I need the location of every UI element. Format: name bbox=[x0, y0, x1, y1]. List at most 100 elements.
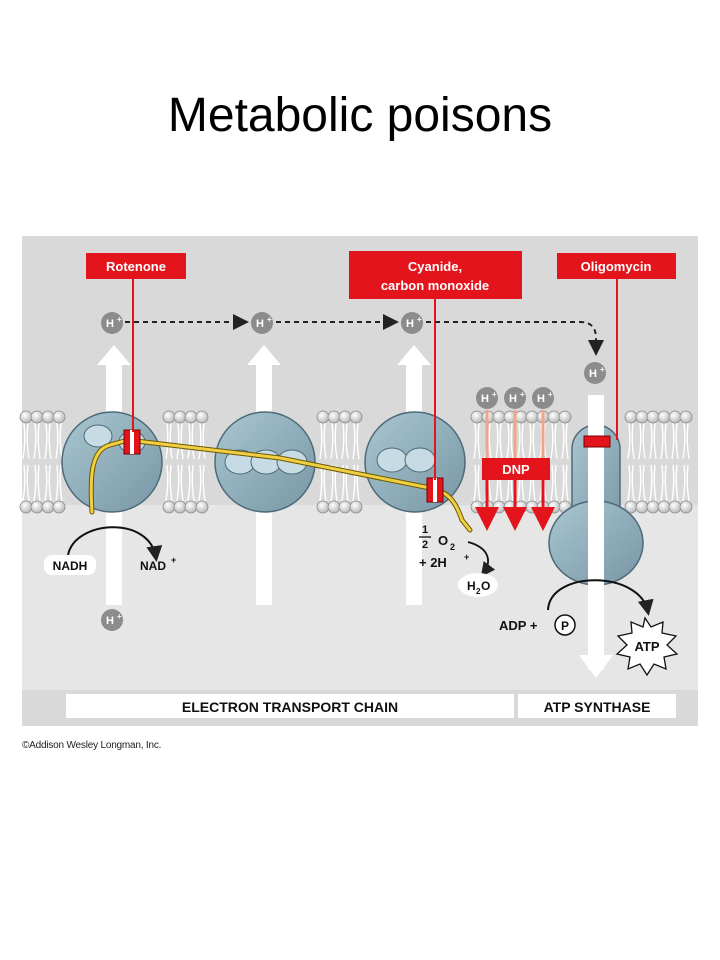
lipid-head bbox=[547, 410, 561, 424]
lipid-head bbox=[195, 410, 209, 424]
etc-label: ELECTRON TRANSPORT CHAIN bbox=[182, 699, 398, 715]
lipid-head bbox=[327, 500, 341, 514]
phosphate-text: P bbox=[561, 619, 569, 633]
lipid-tail-upper bbox=[330, 422, 338, 460]
proton-charge: + bbox=[267, 315, 272, 324]
proton-charge: + bbox=[417, 315, 422, 324]
lipid-tail-upper bbox=[506, 422, 514, 460]
lipid-head bbox=[19, 500, 33, 514]
lipid-tail-upper bbox=[528, 422, 536, 460]
proton-badge: H+ bbox=[532, 387, 554, 409]
lipid-head bbox=[635, 410, 649, 424]
oligomycin-block bbox=[583, 435, 611, 448]
oxygen-text: O bbox=[438, 533, 448, 548]
complex-1 bbox=[61, 411, 163, 513]
lipid-tail-upper bbox=[682, 422, 690, 460]
rotenone-block-stripe bbox=[130, 430, 134, 454]
lipid-head bbox=[349, 410, 363, 424]
lipid-tail-lower bbox=[561, 464, 569, 502]
proton-charge: + bbox=[548, 390, 553, 399]
proton-badge: H+ bbox=[504, 387, 526, 409]
lipid-head bbox=[162, 500, 176, 514]
slide-title: Metabolic poisons bbox=[167, 89, 553, 142]
lipid-head bbox=[316, 500, 330, 514]
lipid-head bbox=[668, 500, 682, 514]
rotenone-text: Rotenone bbox=[106, 259, 166, 274]
cyanide-block-stripe bbox=[433, 478, 437, 502]
proton-label: H bbox=[481, 393, 489, 405]
lipid-head bbox=[547, 500, 561, 514]
proton-label: H bbox=[406, 318, 414, 330]
lipid-tail-upper bbox=[176, 422, 184, 460]
lipid-head bbox=[635, 500, 649, 514]
lipid-head bbox=[41, 410, 55, 424]
proton-badge: H+ bbox=[476, 387, 498, 409]
atp-text: ATP bbox=[634, 639, 659, 654]
lipid-tail-upper bbox=[638, 422, 646, 460]
lipid-head bbox=[492, 500, 506, 514]
lipid-head bbox=[338, 410, 352, 424]
proton-charge: + bbox=[117, 315, 122, 324]
lipid-head bbox=[316, 410, 330, 424]
lipid-tail-lower bbox=[550, 464, 558, 502]
lipid-head bbox=[668, 410, 682, 424]
lipid-head bbox=[646, 500, 660, 514]
lipid-head bbox=[327, 410, 341, 424]
lipid-tail-lower bbox=[55, 464, 63, 502]
lipid-head bbox=[470, 410, 484, 424]
two-protons-text: + 2H bbox=[419, 555, 447, 570]
lipid-tail-upper bbox=[473, 422, 481, 460]
lipid-head bbox=[349, 500, 363, 514]
water-subscript: 2 bbox=[476, 587, 481, 596]
lipid-head bbox=[184, 500, 198, 514]
lipid-tail-lower bbox=[352, 464, 360, 502]
lipid-tail-lower bbox=[627, 464, 635, 502]
lipid-head bbox=[52, 410, 66, 424]
lipid-tail-upper bbox=[341, 422, 349, 460]
dnp-text: DNP bbox=[502, 462, 530, 477]
lipid-head bbox=[514, 410, 528, 424]
lipid-tail-upper bbox=[44, 422, 52, 460]
atp-synthase-label: ATP SYNTHASE bbox=[544, 699, 651, 715]
lipid-tail-lower bbox=[682, 464, 690, 502]
proton-transfer-path bbox=[125, 314, 604, 356]
lipid-tail-lower bbox=[649, 464, 657, 502]
two-protons-charge: + bbox=[464, 552, 469, 562]
proton-label: H bbox=[509, 393, 517, 405]
lipid-head bbox=[679, 500, 693, 514]
lipid-head bbox=[338, 500, 352, 514]
lipid-tail-lower bbox=[44, 464, 52, 502]
lipid-tail-upper bbox=[660, 422, 668, 460]
lipid-head bbox=[41, 500, 55, 514]
lipid-tail-upper bbox=[561, 422, 569, 460]
lipid-head bbox=[19, 410, 33, 424]
oligomycin-text: Oligomycin bbox=[581, 259, 652, 274]
proton-charge: + bbox=[520, 390, 525, 399]
lipid-tail-lower bbox=[165, 464, 173, 502]
atp-synthesis: ADP + P ATP bbox=[499, 579, 679, 677]
proton-charge: + bbox=[117, 612, 122, 621]
lipid-head bbox=[30, 500, 44, 514]
lipid-head bbox=[657, 500, 671, 514]
proton-badge: H+ bbox=[101, 312, 123, 334]
adp-text: ADP + bbox=[499, 618, 538, 633]
cyanide-label: Cyanide, carbon monoxide bbox=[349, 251, 522, 480]
lipid-head bbox=[514, 500, 528, 514]
carbon-monoxide-text: carbon monoxide bbox=[381, 278, 489, 293]
proton-label: H bbox=[537, 393, 545, 405]
lipid-tail-upper bbox=[517, 422, 525, 460]
water-oxygen: O bbox=[481, 579, 490, 593]
lipid-tail-lower bbox=[638, 464, 646, 502]
lipid-head bbox=[624, 410, 638, 424]
proton-label: H bbox=[106, 615, 114, 627]
proton-charge: + bbox=[600, 365, 605, 374]
lipid-head bbox=[525, 410, 539, 424]
atp-synthase-complex bbox=[548, 400, 644, 678]
lipid-tail-upper bbox=[187, 422, 195, 460]
lipid-tail-upper bbox=[198, 422, 206, 460]
lipid-tail-lower bbox=[671, 464, 679, 502]
lipid-tail-lower bbox=[22, 464, 30, 502]
oligomycin-label: Oligomycin bbox=[557, 253, 676, 440]
lipid-tail-upper bbox=[22, 422, 30, 460]
